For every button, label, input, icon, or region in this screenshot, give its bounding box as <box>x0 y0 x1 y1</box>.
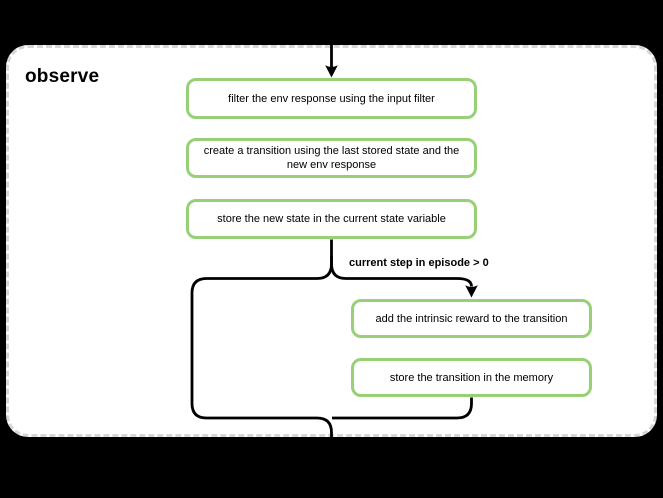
flow-node-label: filter the env response using the input … <box>228 92 435 105</box>
flow-node-filter-env-response: filter the env response using the input … <box>186 78 477 119</box>
page-title: observe <box>25 66 100 87</box>
flow-node-label: create a transition using the last store… <box>203 145 460 171</box>
flow-node-store-new-state: store the new state in the current state… <box>186 199 477 239</box>
flow-node-label: store the new state in the current state… <box>217 213 446 225</box>
flow-node-label: add the intrinsic reward to the transiti… <box>375 312 568 325</box>
condition-label: current step in episode > 0 <box>349 257 489 269</box>
flow-node-store-transition: store the transition in the memory <box>351 358 592 397</box>
flow-node-add-intrinsic-reward: add the intrinsic reward to the transiti… <box>351 299 592 338</box>
flow-node-label: store the transition in the memory <box>389 371 554 384</box>
flow-node-create-transition: create a transition using the last store… <box>186 138 477 178</box>
